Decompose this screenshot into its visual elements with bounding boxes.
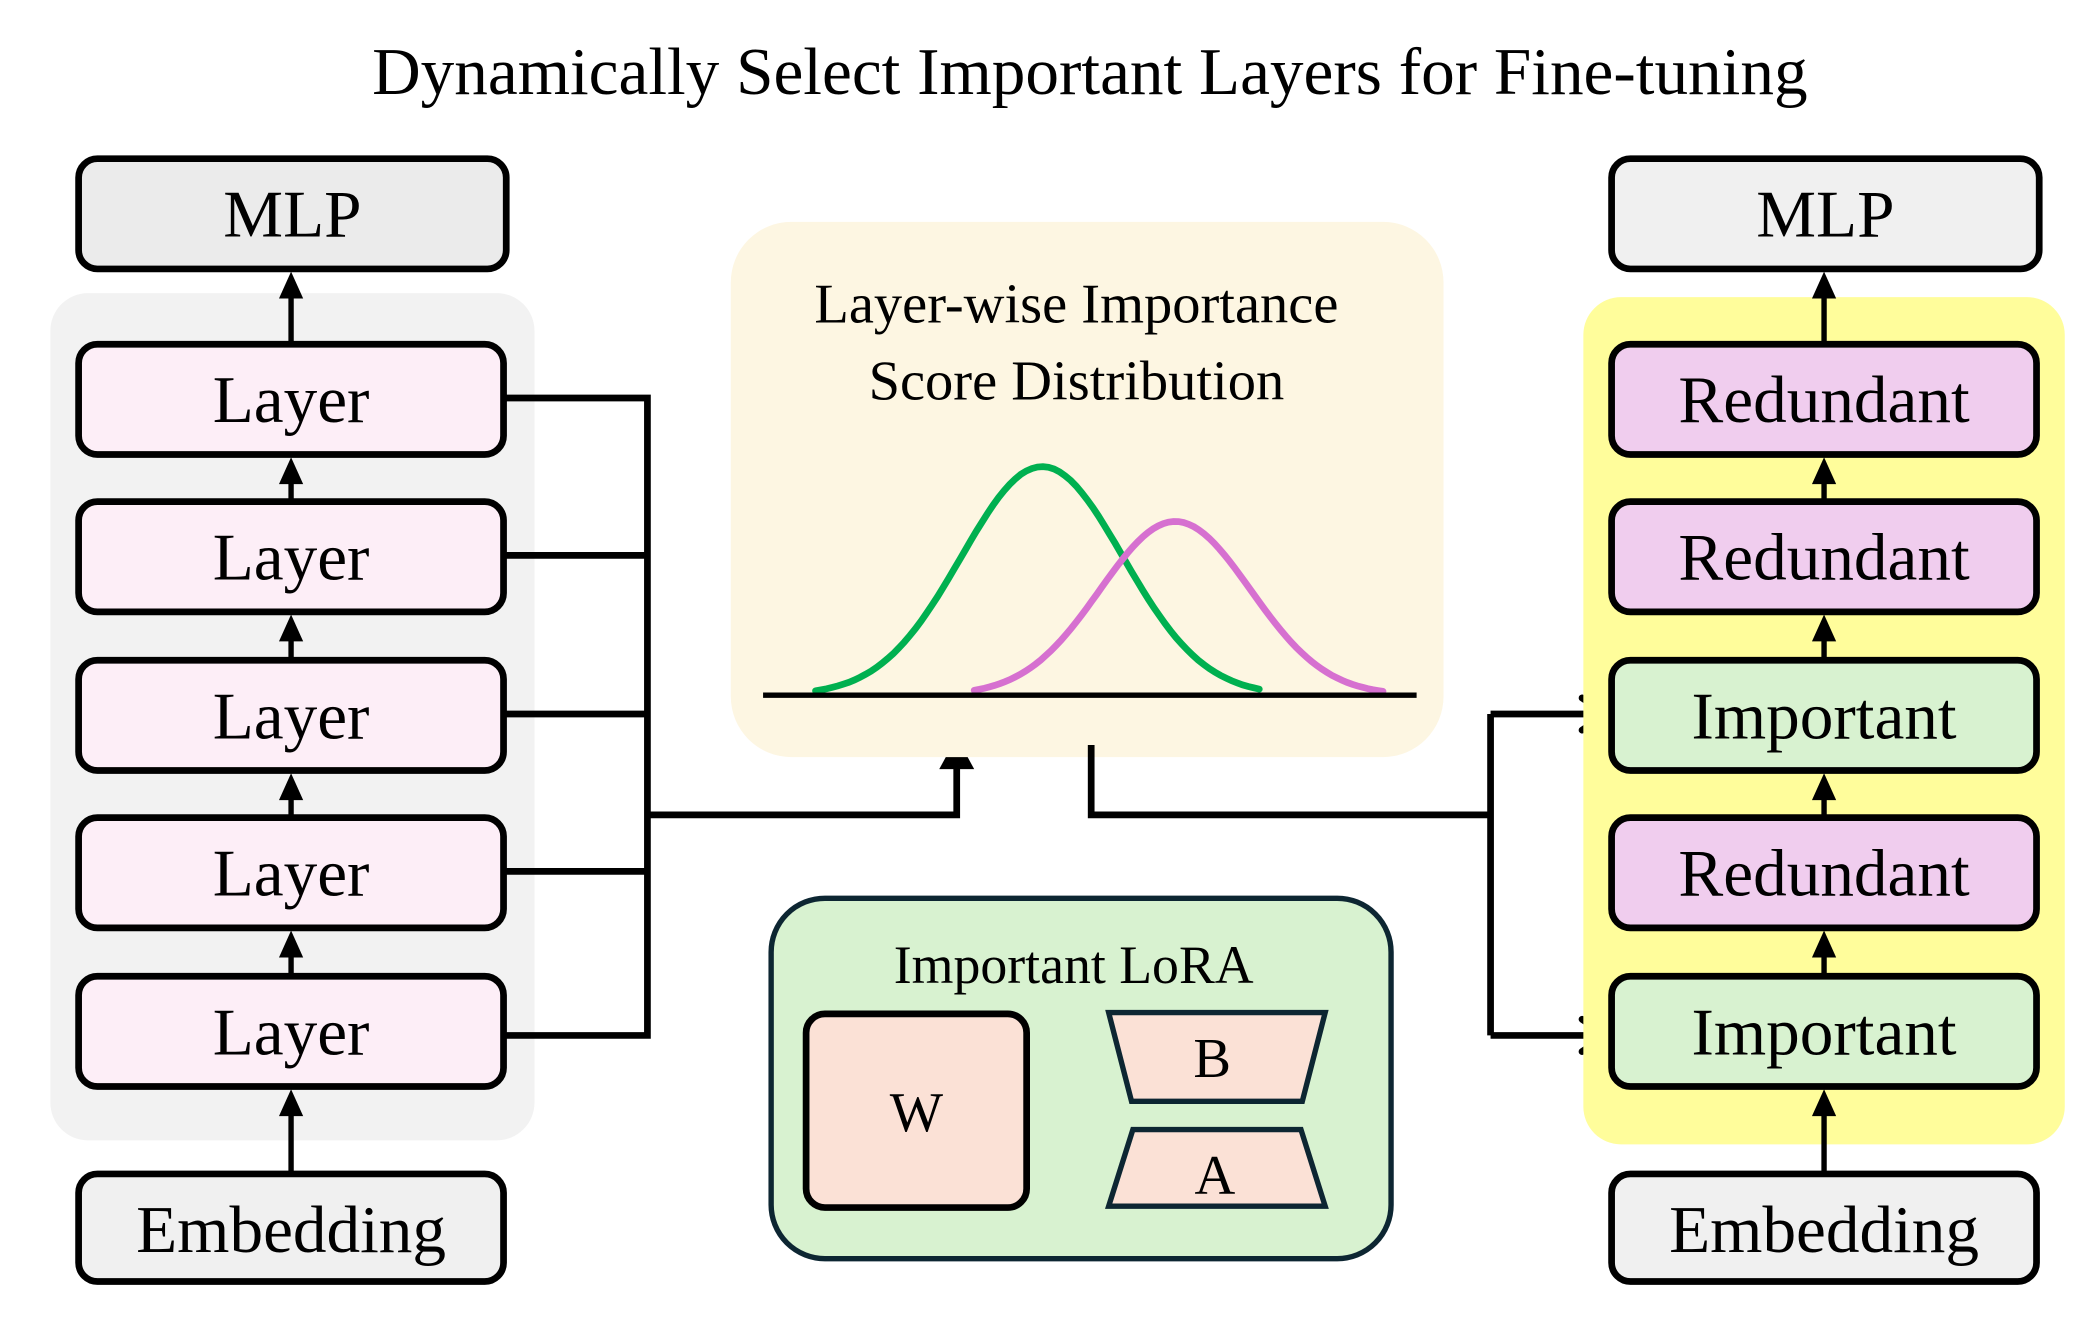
arrow-up-icon [1811, 1089, 1837, 1117]
left-layers-bus-connector [503, 394, 961, 1039]
redundant-distribution-curve [970, 518, 1387, 695]
left-embedding-box: Embedding [75, 1170, 507, 1285]
arrow-up-icon [1811, 773, 1837, 801]
right-layer-box-2: Redundant [1608, 498, 2040, 616]
left-layer-label-4: Layer [213, 836, 370, 911]
left-layer-label-3: Layer [213, 678, 370, 753]
left-layer-box-2: Layer [75, 498, 507, 616]
lora-b-label: B [1193, 1028, 1231, 1090]
score-distribution-panel: Layer-wise Importance Score Distribution [730, 221, 1444, 758]
right-flow-arrow-4 [1811, 773, 1837, 818]
right-mlp-box: MLP [1608, 155, 2043, 273]
score-panel-title-line1: Layer-wise Importance [814, 274, 1338, 336]
left-layer-box-1: Layer [75, 340, 507, 458]
lora-b-matrix [1105, 1009, 1329, 1105]
arrow-up-icon [278, 773, 304, 801]
arrow-up-icon [278, 271, 304, 299]
important-distribution-curve [812, 463, 1263, 695]
left-flow-arrow-6 [278, 1089, 304, 1174]
arrow-up-icon [1811, 271, 1837, 299]
left-layer-box-4: Layer [75, 814, 507, 932]
right-layer-box-1: Redundant [1608, 340, 2040, 458]
left-mlp-label: MLP [223, 177, 361, 252]
important-lora-panel: Important LoRA W B A [768, 895, 1394, 1262]
right-mlp-label: MLP [1756, 177, 1894, 252]
right-layer-label-2: Redundant [1678, 520, 1970, 595]
left-flow-arrow-5 [278, 930, 304, 977]
left-layer-label-2: Layer [213, 520, 370, 595]
left-embedding-label: Embedding [136, 1192, 446, 1267]
left-layer-box-3: Layer [75, 656, 507, 774]
score-output-connector [1087, 710, 1601, 1039]
right-embedding-label: Embedding [1669, 1192, 1979, 1267]
left-layer-label-5: Layer [213, 994, 370, 1069]
right-layer-box-5: Important [1608, 972, 2040, 1090]
lora-w-label: W [890, 1082, 944, 1144]
left-mlp-box: MLP [75, 155, 510, 273]
right-layer-label-4: Redundant [1678, 836, 1970, 911]
right-layer-box-3: Important [1608, 656, 2040, 774]
score-panel-title-line2: Score Distribution [869, 350, 1285, 412]
left-flow-arrow-3 [278, 614, 304, 661]
arrow-up-icon [278, 457, 304, 485]
lora-a-label: A [1195, 1145, 1236, 1207]
right-flow-arrow-6 [1811, 1089, 1837, 1174]
arrow-up-icon [1811, 930, 1837, 958]
right-flow-arrow-3 [1811, 614, 1837, 661]
lora-a-matrix [1104, 1126, 1329, 1209]
arrow-up-icon [1811, 614, 1837, 642]
right-embedding-box: Embedding [1608, 1170, 2040, 1285]
arrow-up-icon [278, 614, 304, 642]
right-layer-label-1: Redundant [1678, 362, 1970, 437]
left-flow-arrow-1 [278, 271, 304, 345]
right-flow-arrow-2 [1811, 457, 1837, 502]
left-layer-box-5: Layer [75, 972, 507, 1090]
lora-panel-title: Important LoRA [894, 935, 1254, 995]
right-flow-arrow-5 [1811, 930, 1837, 977]
left-flow-arrow-4 [278, 773, 304, 818]
arrow-up-icon [1811, 457, 1837, 485]
right-layer-label-5: Important [1692, 994, 1957, 1069]
arrow-up-icon [278, 930, 304, 958]
right-layer-box-4: Redundant [1608, 814, 2040, 932]
diagram-title: Dynamically Select Important Layers for … [372, 34, 1807, 109]
left-flow-arrow-2 [278, 457, 304, 502]
right-layer-label-3: Important [1692, 678, 1957, 753]
right-flow-arrow-1 [1811, 271, 1837, 345]
lora-w-matrix [802, 1010, 1031, 1211]
left-layer-label-1: Layer [213, 362, 370, 437]
arrow-up-icon [278, 1089, 304, 1117]
